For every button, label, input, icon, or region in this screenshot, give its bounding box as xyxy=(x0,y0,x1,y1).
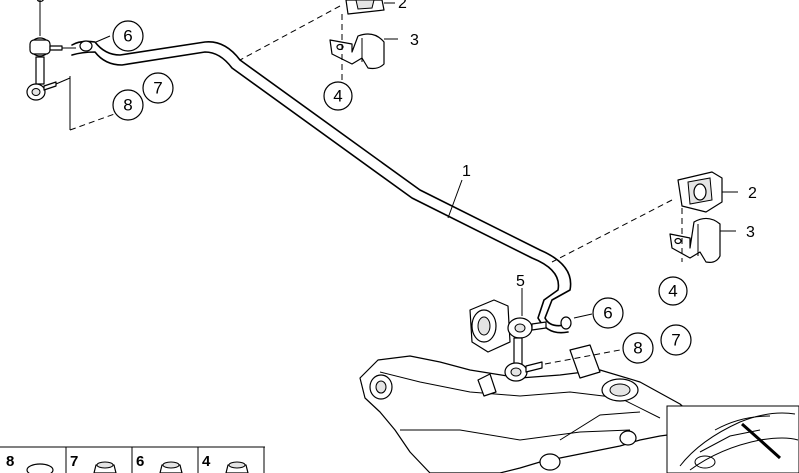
callout-4-right-label: 4 xyxy=(668,282,677,301)
callout-7-right xyxy=(660,324,692,356)
part-label-link-left: 5 xyxy=(36,0,45,6)
callout-4-top xyxy=(323,81,353,111)
callout-8-top-label: 8 xyxy=(123,96,132,115)
callout-7-top-label: 7 xyxy=(153,79,162,98)
callout-7-right-label: 7 xyxy=(671,331,680,350)
part-label-bushing-right: 2 xyxy=(748,185,757,202)
callout-8-top xyxy=(112,89,144,121)
part-label-bar: 1 xyxy=(462,163,471,180)
part-label-bushing-top: 2 xyxy=(398,0,407,12)
left-link-group: 5 6 7 8 xyxy=(26,0,174,131)
callout-4-top-label: 4 xyxy=(333,87,342,106)
callout-6-top-label: 6 xyxy=(123,27,132,46)
strip-label-4: 4 xyxy=(202,453,211,470)
callout-6-top xyxy=(112,20,144,52)
top-mount-group: 2 3 4 xyxy=(239,0,419,111)
car-thumbnail xyxy=(666,405,799,473)
callout-7-top xyxy=(142,72,174,104)
part-label-bracket-right: 3 xyxy=(746,224,755,241)
strip-washer xyxy=(26,463,54,473)
stabilizer-bar: 1 xyxy=(71,40,572,334)
parts-strip: 8 7 6 4 xyxy=(0,446,265,473)
callout-6-right-label: 6 xyxy=(603,304,612,323)
right-mount-group: 2 3 4 xyxy=(551,171,757,306)
rear-subframe xyxy=(359,344,701,473)
strip-label-7: 7 xyxy=(70,453,78,470)
part-label-link-right: 5 xyxy=(516,273,525,290)
callout-6-right xyxy=(592,297,624,329)
callout-8-right-label: 8 xyxy=(633,339,642,358)
callout-8-right xyxy=(622,332,654,364)
strip-label-8: 8 xyxy=(6,453,14,470)
strip-label-6: 6 xyxy=(136,453,144,470)
part-label-bracket-top: 3 xyxy=(410,32,419,49)
callout-4-right xyxy=(658,276,688,306)
right-link-group: 5 6 8 7 xyxy=(469,273,692,382)
